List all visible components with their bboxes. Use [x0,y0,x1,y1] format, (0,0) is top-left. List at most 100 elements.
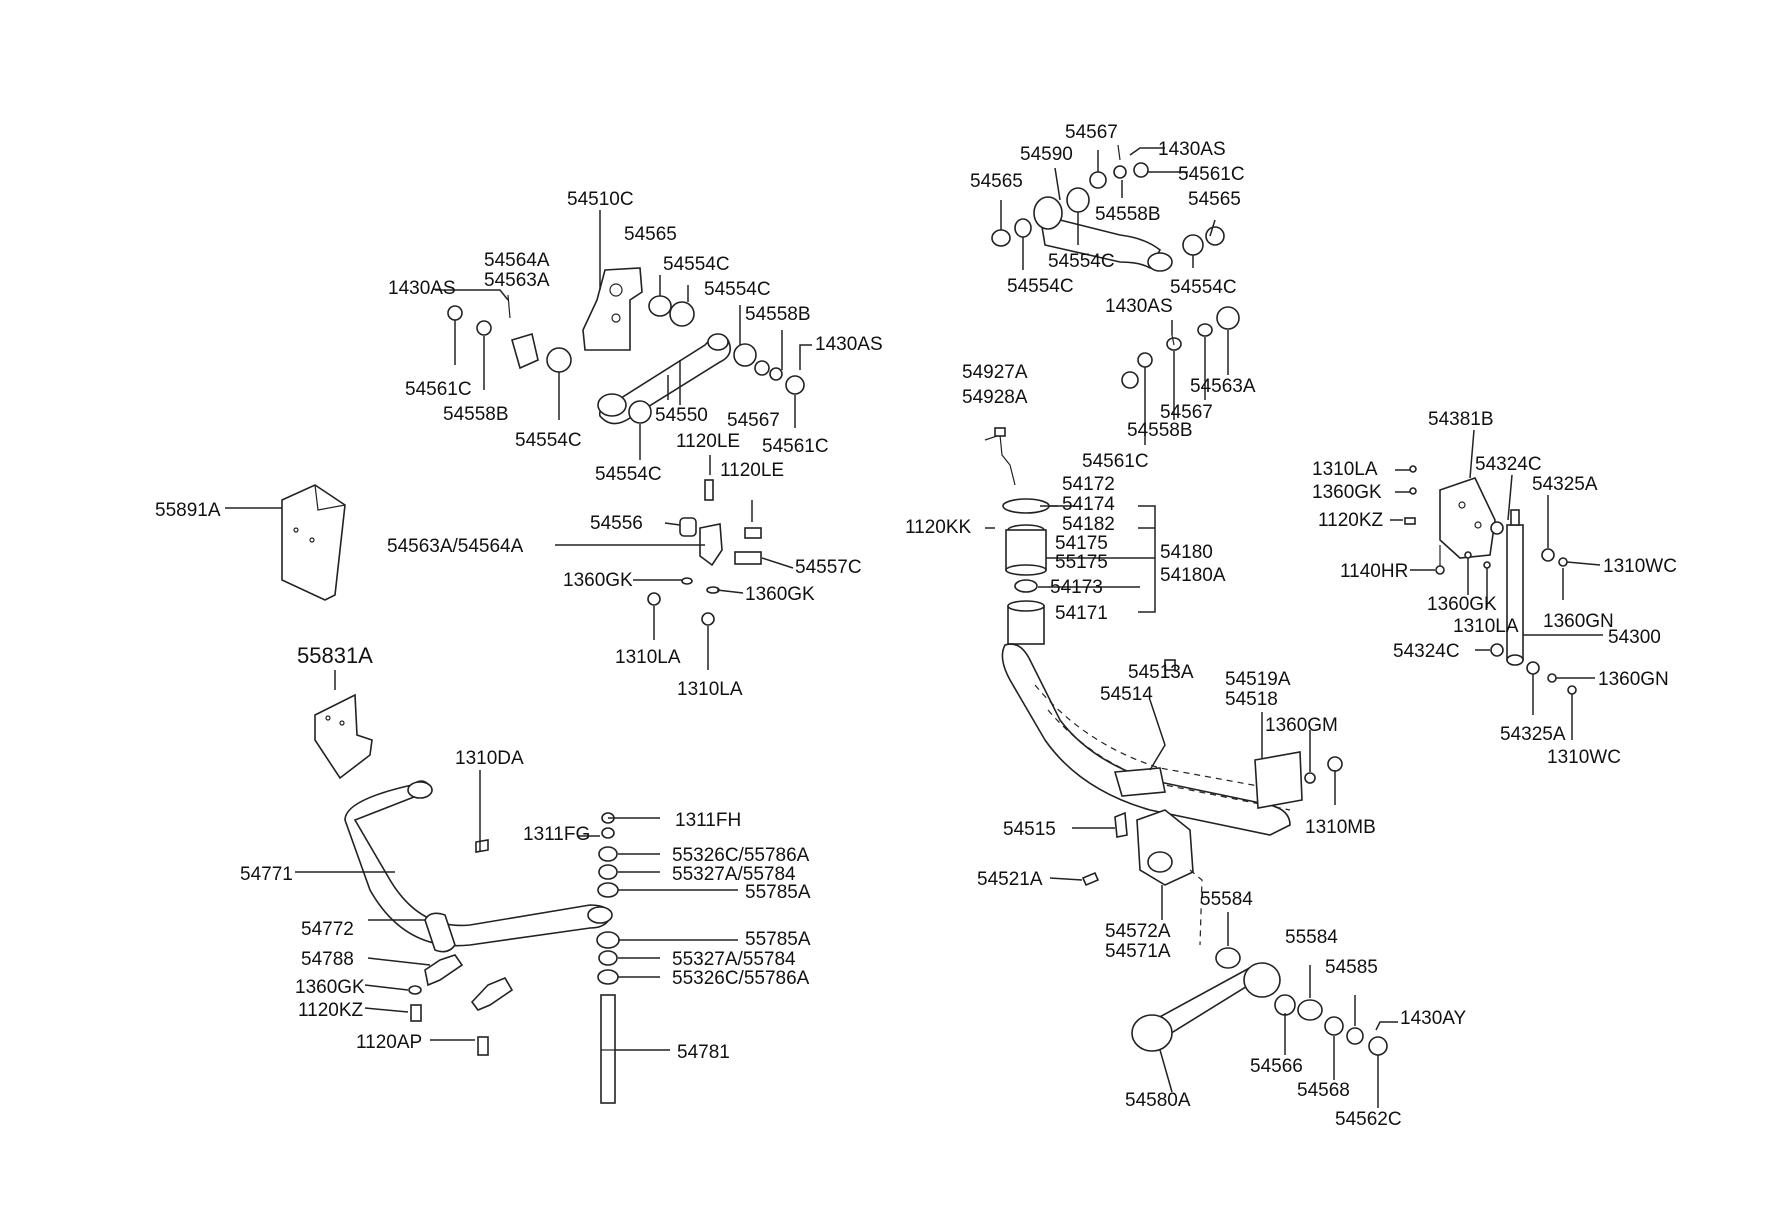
bracket-55831a [314,670,373,780]
label-54781: 54781 [677,1042,730,1063]
label-1310WC: 1310WC [1547,747,1621,768]
label-1310LA: 1310LA [1312,459,1378,480]
stabilizer-leaders [295,770,738,1051]
label-54180: 54180 [1160,542,1213,563]
label-1360GK: 1360GK [295,977,365,998]
label-1310LA: 1310LA [615,647,681,668]
label-54565: 54565 [970,171,1023,192]
label-1430AS: 1430AS [1105,296,1173,317]
label-55584: 55584 [1200,889,1253,910]
label-54514: 54514 [1100,684,1153,705]
label-55326C-55786A: 55326C/55786A [672,845,810,866]
label-54771: 54771 [240,864,293,885]
shackle-assembly [1081,809,1203,946]
label-1310LA: 1310LA [1453,616,1519,637]
label-54324C: 54324C [1393,641,1460,662]
label-54518: 54518 [1225,689,1278,710]
label-54554C: 54554C [1048,251,1115,272]
label-54561C: 54561C [1082,451,1149,472]
label-55326C-55786A: 55326C/55786A [672,968,810,989]
label-54567: 54567 [1160,402,1213,423]
shock-absorber-assembly [1404,465,1577,695]
label-1140HR: 1140HR [1340,561,1408,582]
label-54325A: 54325A [1500,724,1566,745]
label-1430AS: 1430AS [388,278,456,299]
label-1430AY: 1430AY [1400,1008,1467,1029]
label-54928A: 54928A [962,387,1028,408]
label-54571A: 54571A [1105,941,1171,962]
label-54324C: 54324C [1475,454,1542,475]
label-54565: 54565 [1188,189,1241,210]
label-54172: 54172 [1062,474,1115,495]
label-54550: 54550 [655,405,708,426]
label-54325A: 54325A [1532,474,1598,495]
label-54558B: 54558B [1127,420,1193,441]
label-54174: 54174 [1062,494,1115,515]
label-55327A-55784: 55327A/55784 [672,864,796,885]
bracket-55891a [281,484,346,601]
label-1430AS: 1430AS [815,334,883,355]
leaf-spring [1001,643,1343,836]
part-labels: 54510C 54565 54554C 54554C 54564A 54563A… [155,122,1677,1130]
label-55785A: 55785A [745,929,811,950]
label-54561C: 54561C [405,379,472,400]
label-54515: 54515 [1003,819,1056,840]
label-55831A: 55831A [297,643,373,668]
label-1120KK: 1120KK [905,517,972,538]
label-1120AP: 1120AP [356,1032,422,1053]
label-54567: 54567 [1065,122,1118,143]
right-lower-leaders [1049,662,1398,1108]
label-54557C: 54557C [795,557,862,578]
label-55785A: 55785A [745,882,811,903]
label-1311FG: 1311FG [523,824,590,845]
label-54563A: 54563A [1190,376,1256,397]
label-1120LE: 1120LE [676,431,740,452]
label-54554C: 54554C [1007,276,1074,297]
label-1310LA: 1310LA [677,679,743,700]
label-55175: 55175 [1055,552,1108,573]
label-54563A-54564A: 54563A/54564A [387,536,524,557]
label-54513A: 54513A [1128,662,1194,683]
label-54567: 54567 [727,410,780,431]
label-54772: 54772 [301,919,354,940]
label-54300: 54300 [1608,627,1661,648]
label-54566: 54566 [1250,1056,1303,1077]
label-54554C: 54554C [595,464,662,485]
label-1360GK: 1360GK [563,570,633,591]
label-54521A: 54521A [977,869,1043,890]
label-54182: 54182 [1062,514,1115,535]
label-1360GM: 1360GM [1265,715,1338,736]
label-1120KZ: 1120KZ [298,1000,364,1021]
label-1360GN: 1360GN [1598,669,1669,690]
label-1360GK: 1360GK [1312,482,1382,503]
label-54558B: 54558B [1095,204,1161,225]
label-1120LE: 1120LE [720,460,784,481]
label-54558B: 54558B [745,304,811,325]
stabilizer-bar-assembly [344,780,620,1104]
label-54554C: 54554C [1170,277,1237,298]
lower-arm-assembly [1131,947,1388,1056]
label-54927A: 54927A [962,362,1028,383]
label-54564A: 54564A [484,250,550,271]
bumper-stack [984,427,1156,645]
shock-leaders [1390,429,1603,740]
label-1120KZ: 1120KZ [1318,510,1384,531]
label-54173: 54173 [1050,577,1103,598]
right-upper-leaders [1000,147,1229,445]
label-54788: 54788 [301,949,354,970]
label-54180A: 54180A [1160,565,1226,586]
label-1310DA: 1310DA [455,748,524,769]
label-1311FH: 1311FH [675,810,741,831]
label-54561C: 54561C [762,436,829,457]
label-55891A: 55891A [155,500,221,521]
label-54519A: 54519A [1225,669,1291,690]
label-1310WC: 1310WC [1603,556,1677,577]
left-upper-leaders [225,210,812,670]
label-54585: 54585 [1325,957,1378,978]
label-55327A-55784: 55327A/55784 [672,949,796,970]
label-1360GK: 1360GK [1427,594,1497,615]
label-54580A: 54580A [1125,1090,1191,1111]
label-54563A: 54563A [484,270,550,291]
label-54562C: 54562C [1335,1109,1402,1130]
